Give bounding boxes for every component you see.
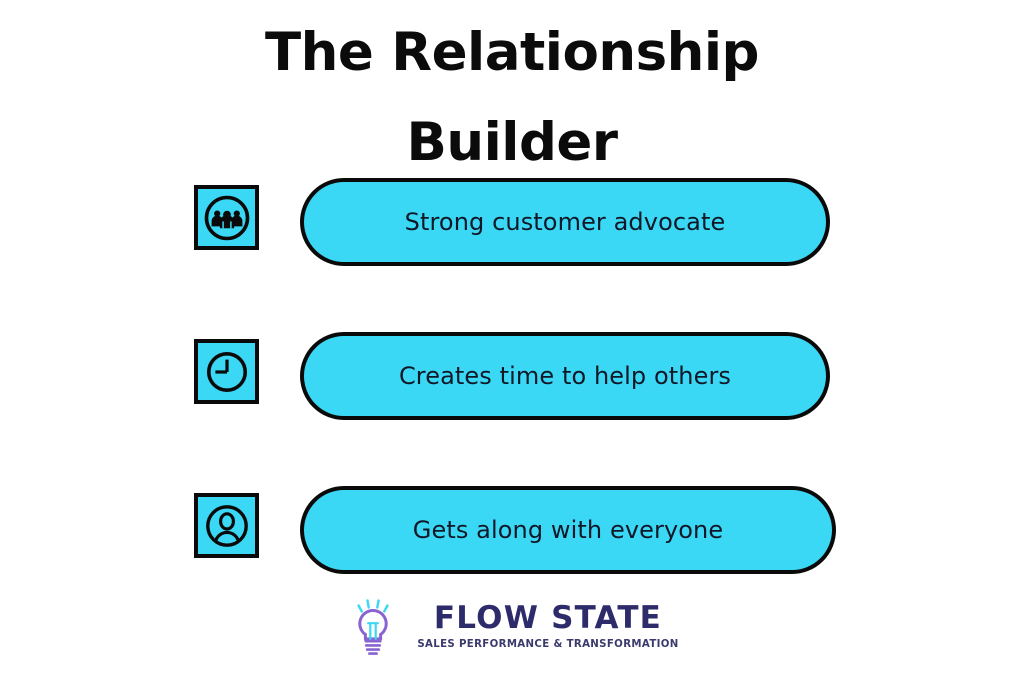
trait-pill[interactable]: Strong customer advocate [300, 178, 830, 266]
brand-logo-text: FLOW STATE SALES PERFORMANCE & TRANSFORM… [417, 603, 678, 650]
page-title-line-2: Builder [406, 112, 618, 173]
list-item: Strong customer advocate [0, 178, 1024, 266]
group-people-icon [204, 195, 249, 240]
list-item: Creates time to help others [0, 332, 1024, 420]
brand-tagline: SALES PERFORMANCE & TRANSFORMATION [417, 639, 679, 651]
group-people-icon-box [194, 185, 259, 250]
trait-label: Creates time to help others [398, 362, 732, 390]
person-avatar-icon-box [194, 493, 259, 558]
trait-pill[interactable]: Creates time to help others [300, 332, 830, 420]
clock-icon-box [194, 339, 259, 404]
clock-icon [206, 351, 247, 392]
trait-label: Strong customer advocate [404, 208, 726, 236]
page-title: The Relationship Builder [0, 8, 1024, 188]
page-title-line-1: The Relationship [265, 22, 760, 83]
lightbulb-icon [357, 599, 390, 655]
brand-logo: FLOW STATE SALES PERFORMANCE & TRANSFORM… [0, 596, 1024, 658]
trait-pill[interactable]: Gets along with everyone [300, 486, 836, 574]
list-item: Gets along with everyone [0, 486, 1024, 574]
brand-name: FLOW STATE [433, 600, 663, 637]
trait-label: Gets along with everyone [412, 516, 724, 544]
trait-list: Strong customer advocate Creates time to… [0, 178, 1024, 574]
person-avatar-icon [205, 504, 248, 547]
